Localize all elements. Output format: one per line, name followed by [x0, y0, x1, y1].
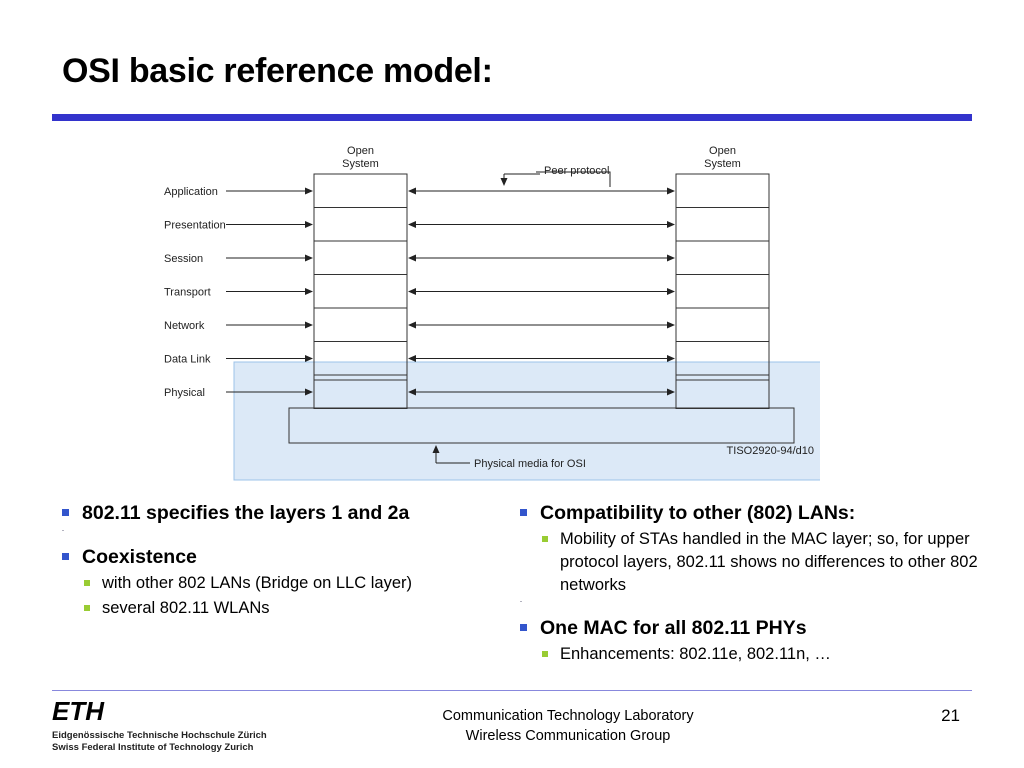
- sub-bullet-text: with other 802 LANs (Bridge on LLC layer…: [102, 574, 412, 592]
- left-sub-bullet: with other 802 LANs (Bridge on LLC layer…: [60, 572, 500, 595]
- bullets-right: Compatibility to other (802) LANs: Mobili…: [518, 500, 988, 666]
- left-bullet: Coexistence: [60, 544, 500, 570]
- bullet-text: One MAC for all 802.11 PHYs: [540, 617, 807, 639]
- right-sub-bullet: Enhancements: 802.11e, 802.11n, …: [518, 643, 988, 666]
- right-system-stack: [675, 173, 770, 409]
- footer-affiliation: Communication Technology Laboratory Wire…: [368, 706, 768, 746]
- bullet-text: 802.11 specifies the layers 1 and 2a: [82, 502, 410, 524]
- physical-media-box: [288, 407, 795, 444]
- footer-lab: Communication Technology Laboratory: [442, 708, 694, 724]
- bullet-square-icon: [62, 553, 69, 560]
- spacer-mark: -: [62, 528, 64, 534]
- peer-protocol-leader: [536, 171, 611, 187]
- institution-name-de: Eidgenössische Technische Hochschule Zür…: [52, 730, 267, 741]
- open-system-right-label: System: [704, 158, 741, 170]
- sub-bullet-text: Mobility of STAs handled in the MAC laye…: [560, 530, 978, 594]
- sub-bullet-square-icon: [542, 651, 548, 657]
- right-sub-bullet: Mobility of STAs handled in the MAC laye…: [518, 528, 988, 597]
- layer-label-network: Network: [164, 320, 205, 332]
- eth-logo-wordmark: ETH: [52, 698, 105, 726]
- layer-label-transport: Transport: [164, 287, 211, 299]
- layer-label-data-link: Data Link: [164, 354, 211, 366]
- bullet-square-icon: [520, 509, 527, 516]
- sub-bullet-square-icon: [542, 536, 548, 542]
- bullet-text: Coexistence: [82, 546, 197, 568]
- sub-bullet-square-icon: [84, 605, 90, 611]
- bullets-left: 802.11 specifies the layers 1 and 2a - Coe…: [60, 500, 500, 620]
- title-divider: [52, 114, 972, 121]
- sub-bullet-text: Enhancements: 802.11e, 802.11n, …: [560, 645, 831, 663]
- slide-title: OSI basic reference model:: [62, 52, 493, 90]
- layer-label-session: Session: [164, 253, 203, 265]
- open-system-right-label: Open: [709, 145, 736, 157]
- spacer-mark: -: [520, 599, 522, 605]
- peer-protocol-label: Peer protocol: [544, 165, 609, 177]
- left-bullet: 802.11 specifies the layers 1 and 2a: [60, 500, 500, 526]
- layer-label-application: Application: [164, 186, 218, 198]
- right-bullet: Compatibility to other (802) LANs:: [518, 500, 988, 526]
- left-system-stack: [313, 173, 408, 409]
- footer-divider: [52, 690, 972, 691]
- physical-layer-highlight: [233, 361, 820, 481]
- bullet-square-icon: [62, 509, 69, 516]
- page-number: 21: [941, 706, 960, 725]
- institution-name-en: Swiss Federal Institute of Technology Zu…: [52, 742, 254, 753]
- sub-bullet-text: several 802.11 WLANs: [102, 599, 270, 617]
- right-bullet: One MAC for all 802.11 PHYs: [518, 615, 988, 641]
- layer-label-presentation: Presentation: [164, 220, 226, 232]
- sub-bullet-square-icon: [84, 580, 90, 586]
- physical-media-label: Physical media for OSI: [474, 458, 586, 470]
- layer-label-physical: Physical: [164, 387, 205, 399]
- open-system-left-label: Open: [347, 145, 374, 157]
- left-sub-bullet: several 802.11 WLANs: [60, 597, 500, 620]
- bullet-square-icon: [520, 624, 527, 631]
- open-system-left-label: System: [342, 158, 379, 170]
- footer-group: Wireless Communication Group: [465, 728, 671, 744]
- bullet-text: Compatibility to other (802) LANs:: [540, 502, 856, 524]
- eth-logo: ETH Eidgenössische Technische Hochschule…: [52, 696, 292, 763]
- figure-code: TISO2920-94/d10: [727, 445, 814, 457]
